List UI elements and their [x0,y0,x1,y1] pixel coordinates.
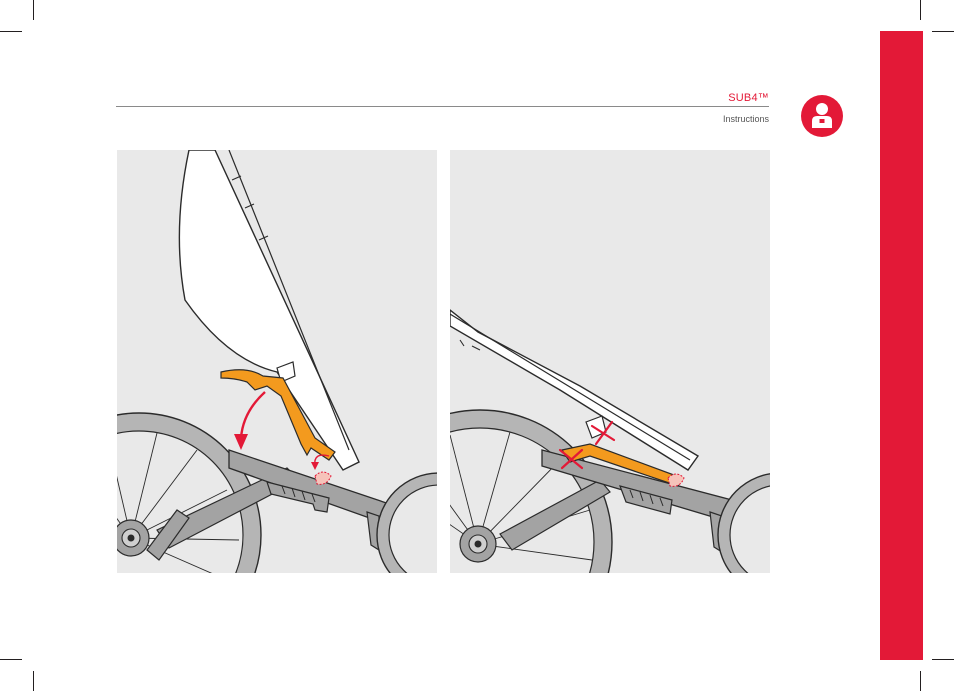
crop-mark [932,659,954,660]
person-icon [801,95,843,137]
crop-mark [0,659,22,660]
crop-mark [920,671,921,691]
seat-latch-blocked-illustration [450,150,770,573]
illustration-panel-right [450,150,770,573]
seat-latch-insert-illustration [117,150,437,573]
header-rule [116,106,769,107]
illustration-panel-left [117,150,437,573]
crop-mark [0,31,22,32]
crop-mark [920,0,921,20]
section-tab [880,31,923,660]
page-subtitle: Instructions [723,114,769,124]
crop-mark [33,671,34,691]
crop-mark [33,0,34,20]
brand-title: SUB4™ [728,92,769,104]
crop-mark [932,31,954,32]
